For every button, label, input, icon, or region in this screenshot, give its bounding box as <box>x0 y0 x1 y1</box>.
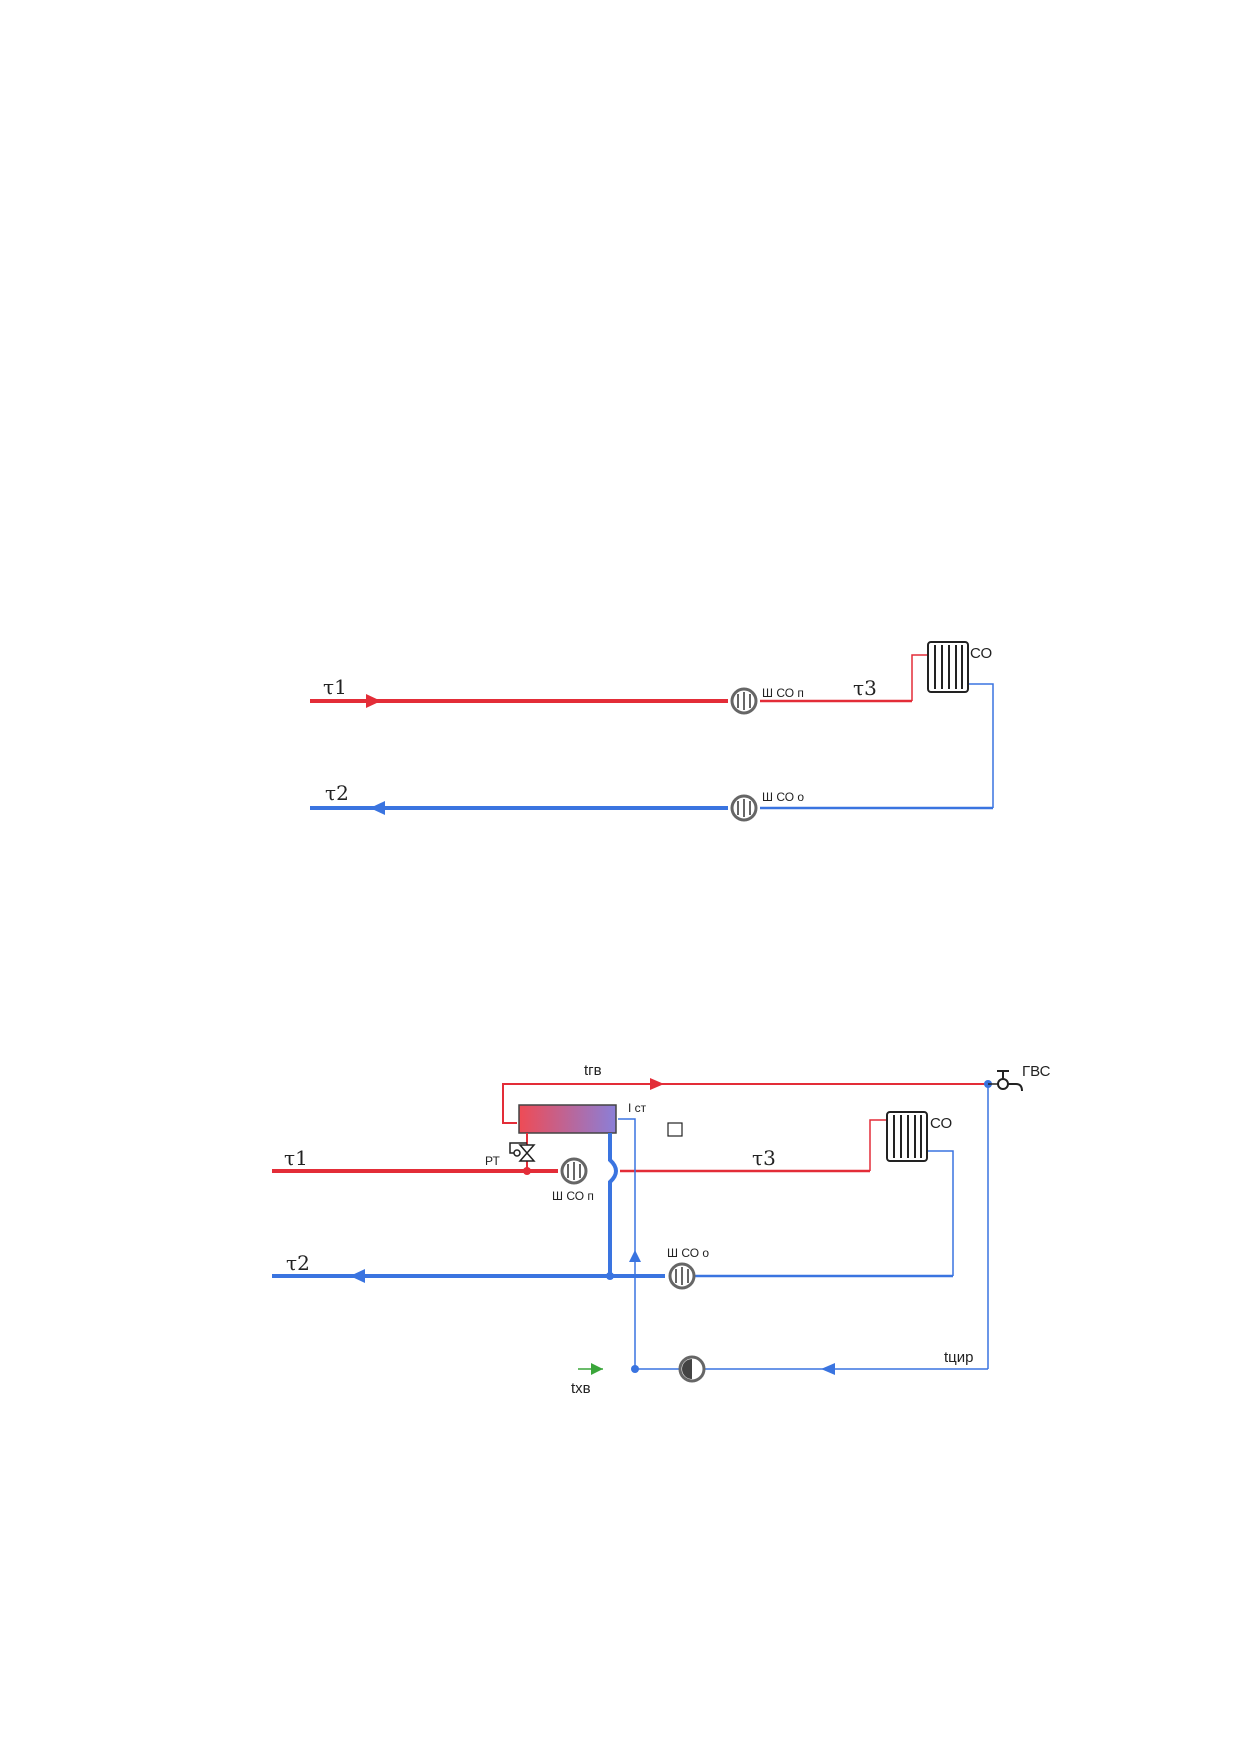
exchanger-return-pipe <box>608 1133 618 1276</box>
washer-return-icon <box>668 1262 696 1290</box>
washer-return-label: Ш СО о <box>667 1246 709 1260</box>
diagram-1: τ1 τ2 τ3 Ш СО п Ш СО о СО <box>310 641 994 822</box>
junction-dot <box>606 1272 614 1280</box>
tau3-label: τ3 <box>752 1146 776 1170</box>
tau1-label: τ1 <box>323 675 347 699</box>
radiator-label: СО <box>970 645 992 662</box>
washer-supply-label: Ш СО п <box>762 686 804 700</box>
stage-label: I ст <box>628 1101 647 1115</box>
washer-supply-icon <box>730 687 758 715</box>
checkbox-icon <box>667 1122 683 1137</box>
flow-arrow-icon <box>591 1363 603 1375</box>
junction-dot <box>523 1167 531 1175</box>
regulator-label: РТ <box>485 1154 500 1168</box>
heat-exchanger <box>518 1104 617 1134</box>
radiator-icon <box>927 641 969 693</box>
pump-icon <box>678 1355 706 1383</box>
flow-arrow-icon <box>370 801 385 815</box>
t-circulation-label: tцир <box>944 1349 973 1366</box>
flow-arrow-icon <box>821 1363 835 1375</box>
washer-return-label: Ш СО о <box>762 790 804 804</box>
washer-supply-icon <box>560 1157 588 1185</box>
return-riser <box>968 683 994 808</box>
t-cold-water-label: tхв <box>571 1380 591 1397</box>
junction-dot <box>631 1365 639 1373</box>
radiator-label: СО <box>930 1115 952 1132</box>
supply-riser <box>911 654 928 701</box>
hot-water-pipe <box>502 1083 988 1124</box>
washer-supply-label: Ш СО п <box>552 1189 594 1203</box>
tau1-label: τ1 <box>284 1146 308 1170</box>
flow-arrow-icon <box>629 1250 641 1262</box>
washer-return-icon <box>730 794 758 822</box>
dhw-label: ГВС <box>1022 1063 1051 1080</box>
tau2-label: τ2 <box>286 1251 310 1275</box>
diagram-2: τ1 τ2 τ3 tгв I ст РТ Ш СО п Ш СО о СО ГВ… <box>272 1062 1051 1397</box>
radiator-icon <box>886 1111 928 1162</box>
tau3-label: τ3 <box>853 676 877 700</box>
tap-icon <box>988 1070 1023 1092</box>
return-riser <box>928 1150 954 1276</box>
flow-arrow-icon <box>366 694 381 708</box>
regulator-valve-icon <box>509 1142 536 1162</box>
supply-riser <box>869 1119 887 1171</box>
flow-arrow-icon <box>350 1269 365 1283</box>
tau2-label: τ2 <box>325 781 349 805</box>
cold-water-riser <box>618 1118 636 1369</box>
flow-arrow-icon <box>650 1078 664 1090</box>
t-hot-water-label: tгв <box>584 1062 602 1079</box>
